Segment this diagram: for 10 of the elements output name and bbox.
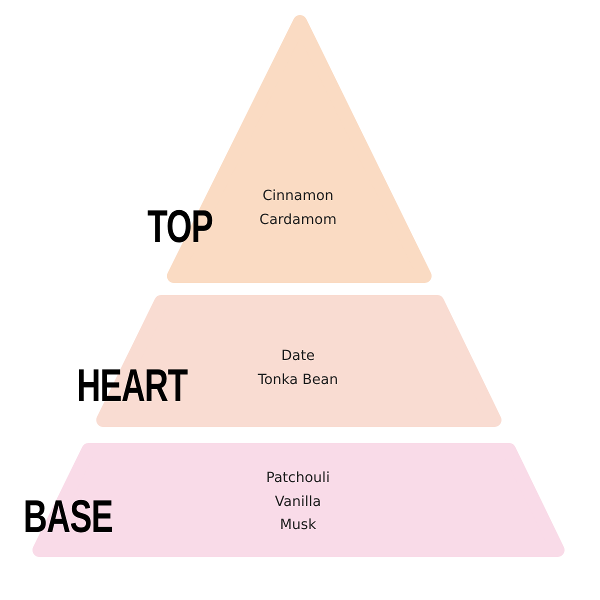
layer-heading: HEART — [76, 361, 188, 409]
note-label: Date — [281, 347, 315, 365]
note-label: Patchouli — [266, 469, 330, 487]
layer-heading: TOP — [147, 202, 213, 250]
layer-heading: BASE — [23, 492, 113, 540]
note-label: Cinnamon — [262, 187, 334, 205]
note-label: Cardamom — [259, 210, 337, 228]
note-label: Vanilla — [274, 492, 322, 510]
note-label: Musk — [280, 516, 316, 534]
note-label: Tonka Bean — [258, 370, 338, 388]
